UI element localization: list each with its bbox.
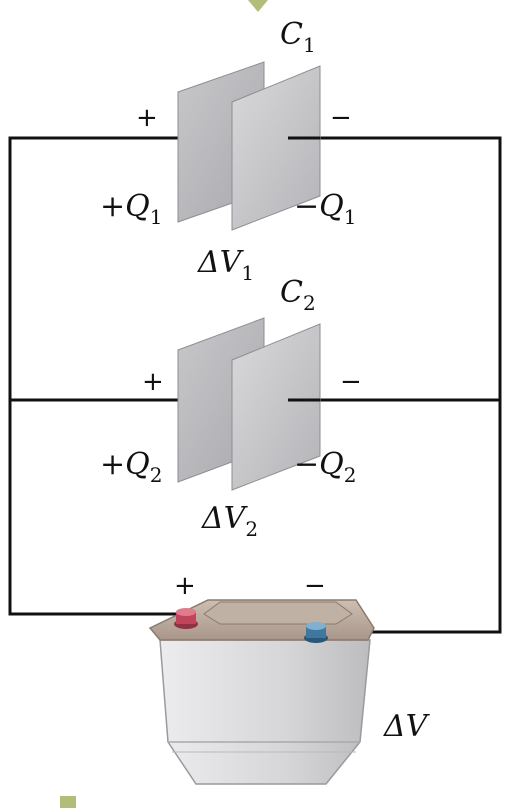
c2-plate-negative — [231, 323, 321, 491]
corner-mark-top — [248, 0, 268, 12]
c1-voltage: ΔV1 — [197, 245, 254, 285]
battery-terminal-positive — [174, 608, 198, 629]
battery-voltage: ΔV — [383, 709, 431, 744]
c1-minus-sign: − — [330, 103, 352, 133]
right-wire — [288, 136, 502, 634]
c1-charge-negative: −Q1 — [294, 189, 356, 229]
capacitor-c1 — [177, 61, 321, 231]
battery — [148, 599, 375, 785]
c2-plus-sign: + — [142, 367, 164, 397]
wires — [8, 136, 502, 634]
left-wire — [8, 136, 178, 616]
battery-terminal-negative — [304, 622, 328, 643]
c2-minus-sign: − — [340, 367, 362, 397]
c1-plus-sign: + — [136, 103, 158, 133]
battery-minus-sign: − — [304, 571, 326, 601]
battery-labels: + − ΔV — [174, 571, 431, 744]
c2-name: C2 — [280, 275, 316, 315]
capacitor-c2 — [177, 317, 321, 491]
battery-body — [159, 639, 371, 785]
c1-labels: C1 + − +Q1 −Q1 ΔV1 — [100, 17, 356, 285]
c2-labels: C2 + − +Q2 −Q2 ΔV2 — [100, 275, 362, 541]
c1-charge-positive: +Q1 — [100, 189, 162, 229]
c2-charge-positive: +Q2 — [100, 447, 162, 487]
c1-name: C1 — [280, 17, 316, 57]
c1-plate-negative — [231, 65, 321, 231]
battery-lid-top — [203, 601, 353, 625]
corner-mark-bottom — [60, 796, 76, 808]
c2-voltage: ΔV2 — [201, 501, 258, 541]
battery-plus-sign: + — [174, 571, 196, 601]
c2-charge-negative: −Q2 — [294, 447, 356, 487]
